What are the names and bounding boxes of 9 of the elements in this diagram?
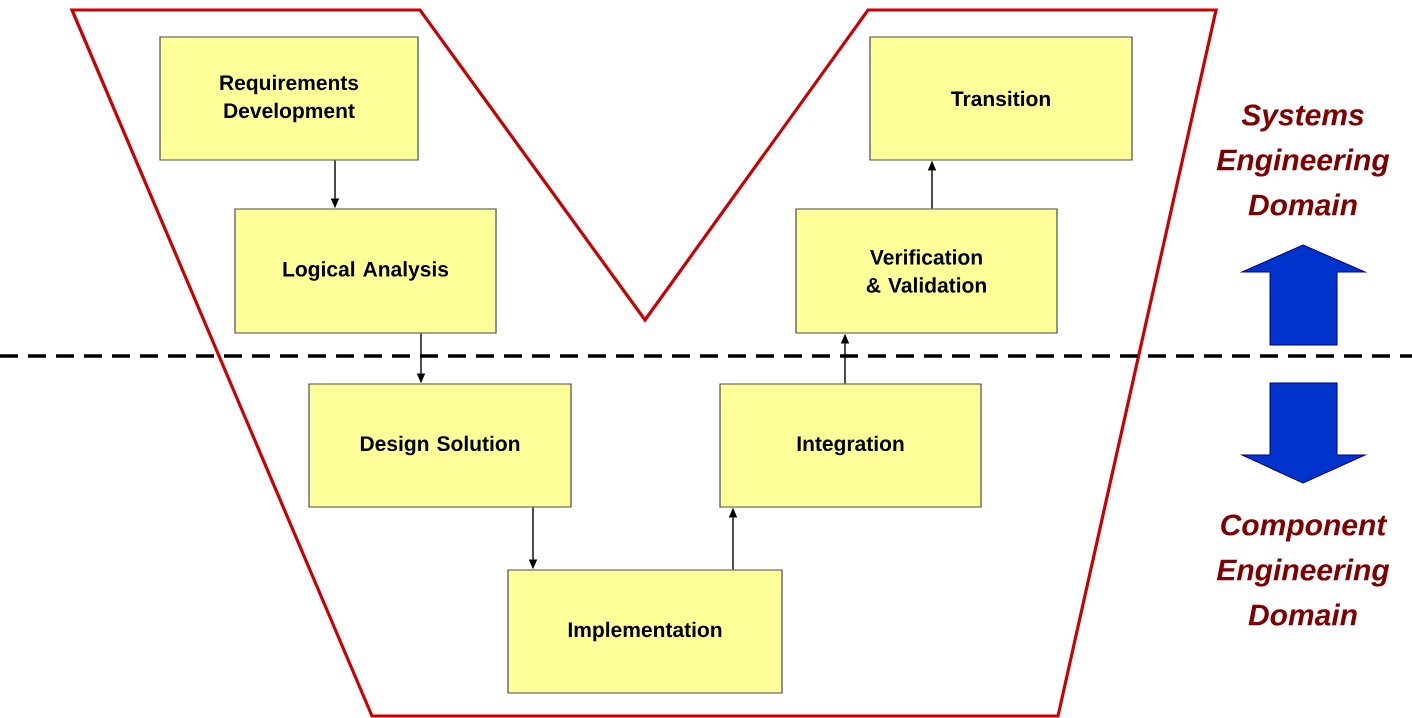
process-box: Requirements Development bbox=[159, 36, 419, 161]
process-box: Verification & Validation bbox=[795, 208, 1058, 334]
process-box: Design Solution bbox=[308, 383, 572, 508]
domain-label: Systems Engineering Domain bbox=[1216, 104, 1390, 216]
process-box: Integration bbox=[719, 383, 982, 508]
process-box: Transition bbox=[869, 36, 1133, 161]
process-box: Implementation bbox=[507, 569, 783, 694]
process-box: Logical Analysis bbox=[234, 208, 497, 334]
domain-label: Component Engineering Domain bbox=[1216, 514, 1390, 626]
